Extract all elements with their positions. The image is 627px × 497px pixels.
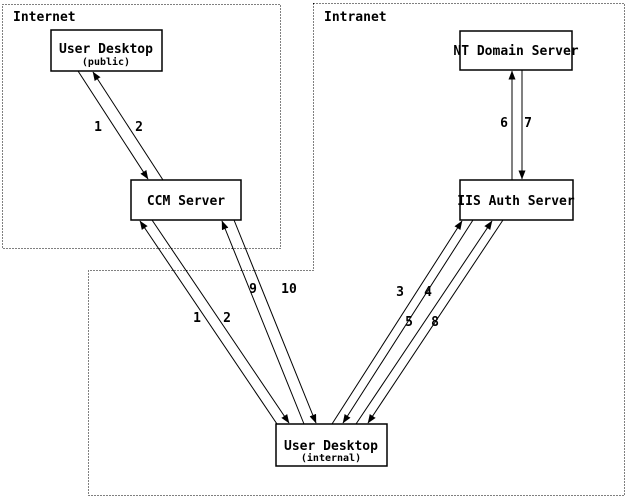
flow-label-internal-to-ccm-second: 9 [249,282,257,297]
node-nt-domain-server: NT Domain Server [453,30,579,71]
intranet-region-border [88,3,625,496]
flow-label-internal-to-ccm-first: 1 [193,311,201,326]
flow-label-iis-to-internal-first: 4 [424,285,432,300]
flow-label-iis-to-internal-second: 8 [431,315,439,330]
iis-auth-server-title: IIS Auth Server [457,194,575,209]
internet-region-label: Internet [13,10,76,25]
flow-line-internal-to-ccm-first [139,220,278,425]
ccm-server-box [130,179,242,221]
nt-domain-server-title: NT Domain Server [453,44,578,59]
flow-label-nt-domain-to-iis: 7 [524,116,532,131]
flow-line-iis-to-internal-second [367,219,504,424]
internet-region-border [2,4,281,249]
user-desktop-internal-box [275,423,388,467]
user-desktop-public-subtitle: (public) [82,56,130,68]
flow-label-iis-to-nt-domain: 6 [500,116,508,131]
node-user-desktop-public: User Desktop (public) [50,29,163,72]
intranet-region-label: Intranet [324,10,387,25]
node-iis-auth-server: IIS Auth Server [457,179,575,221]
flow-line-iis-to-internal-first [342,219,474,424]
flow-line-ccm-to-public [92,71,164,181]
ccm-server-title: CCM Server [147,194,225,209]
iis-auth-server-box [459,179,574,221]
flow-line-internal-to-iis-second [355,220,493,425]
flow-label-ccm-to-internal-first: 2 [223,311,231,326]
node-user-desktop-internal: User Desktop (internal) [275,423,388,467]
user-desktop-internal-subtitle: (internal) [301,452,361,464]
flow-label-public-to-ccm: 1 [94,120,102,135]
node-ccm-server: CCM Server [130,179,242,221]
flow-label-ccm-to-internal-second: 10 [281,282,297,297]
flow-line-internal-to-ccm-second [221,220,305,425]
flow-line-ccm-to-internal-second [233,219,317,424]
flow-line-internal-to-iis-first [331,220,463,425]
flow-line-public-to-ccm [77,70,149,180]
nt-domain-server-box [459,30,573,71]
flow-label-internal-to-iis-first: 3 [396,285,404,300]
user-desktop-public-title: User Desktop [59,42,153,57]
flow-line-ccm-to-internal-first [151,219,290,424]
user-desktop-internal-title: User Desktop [284,439,378,454]
flow-label-ccm-to-public: 2 [135,120,143,135]
user-desktop-public-box [50,29,163,72]
flow-label-internal-to-iis-second: 5 [405,315,413,330]
